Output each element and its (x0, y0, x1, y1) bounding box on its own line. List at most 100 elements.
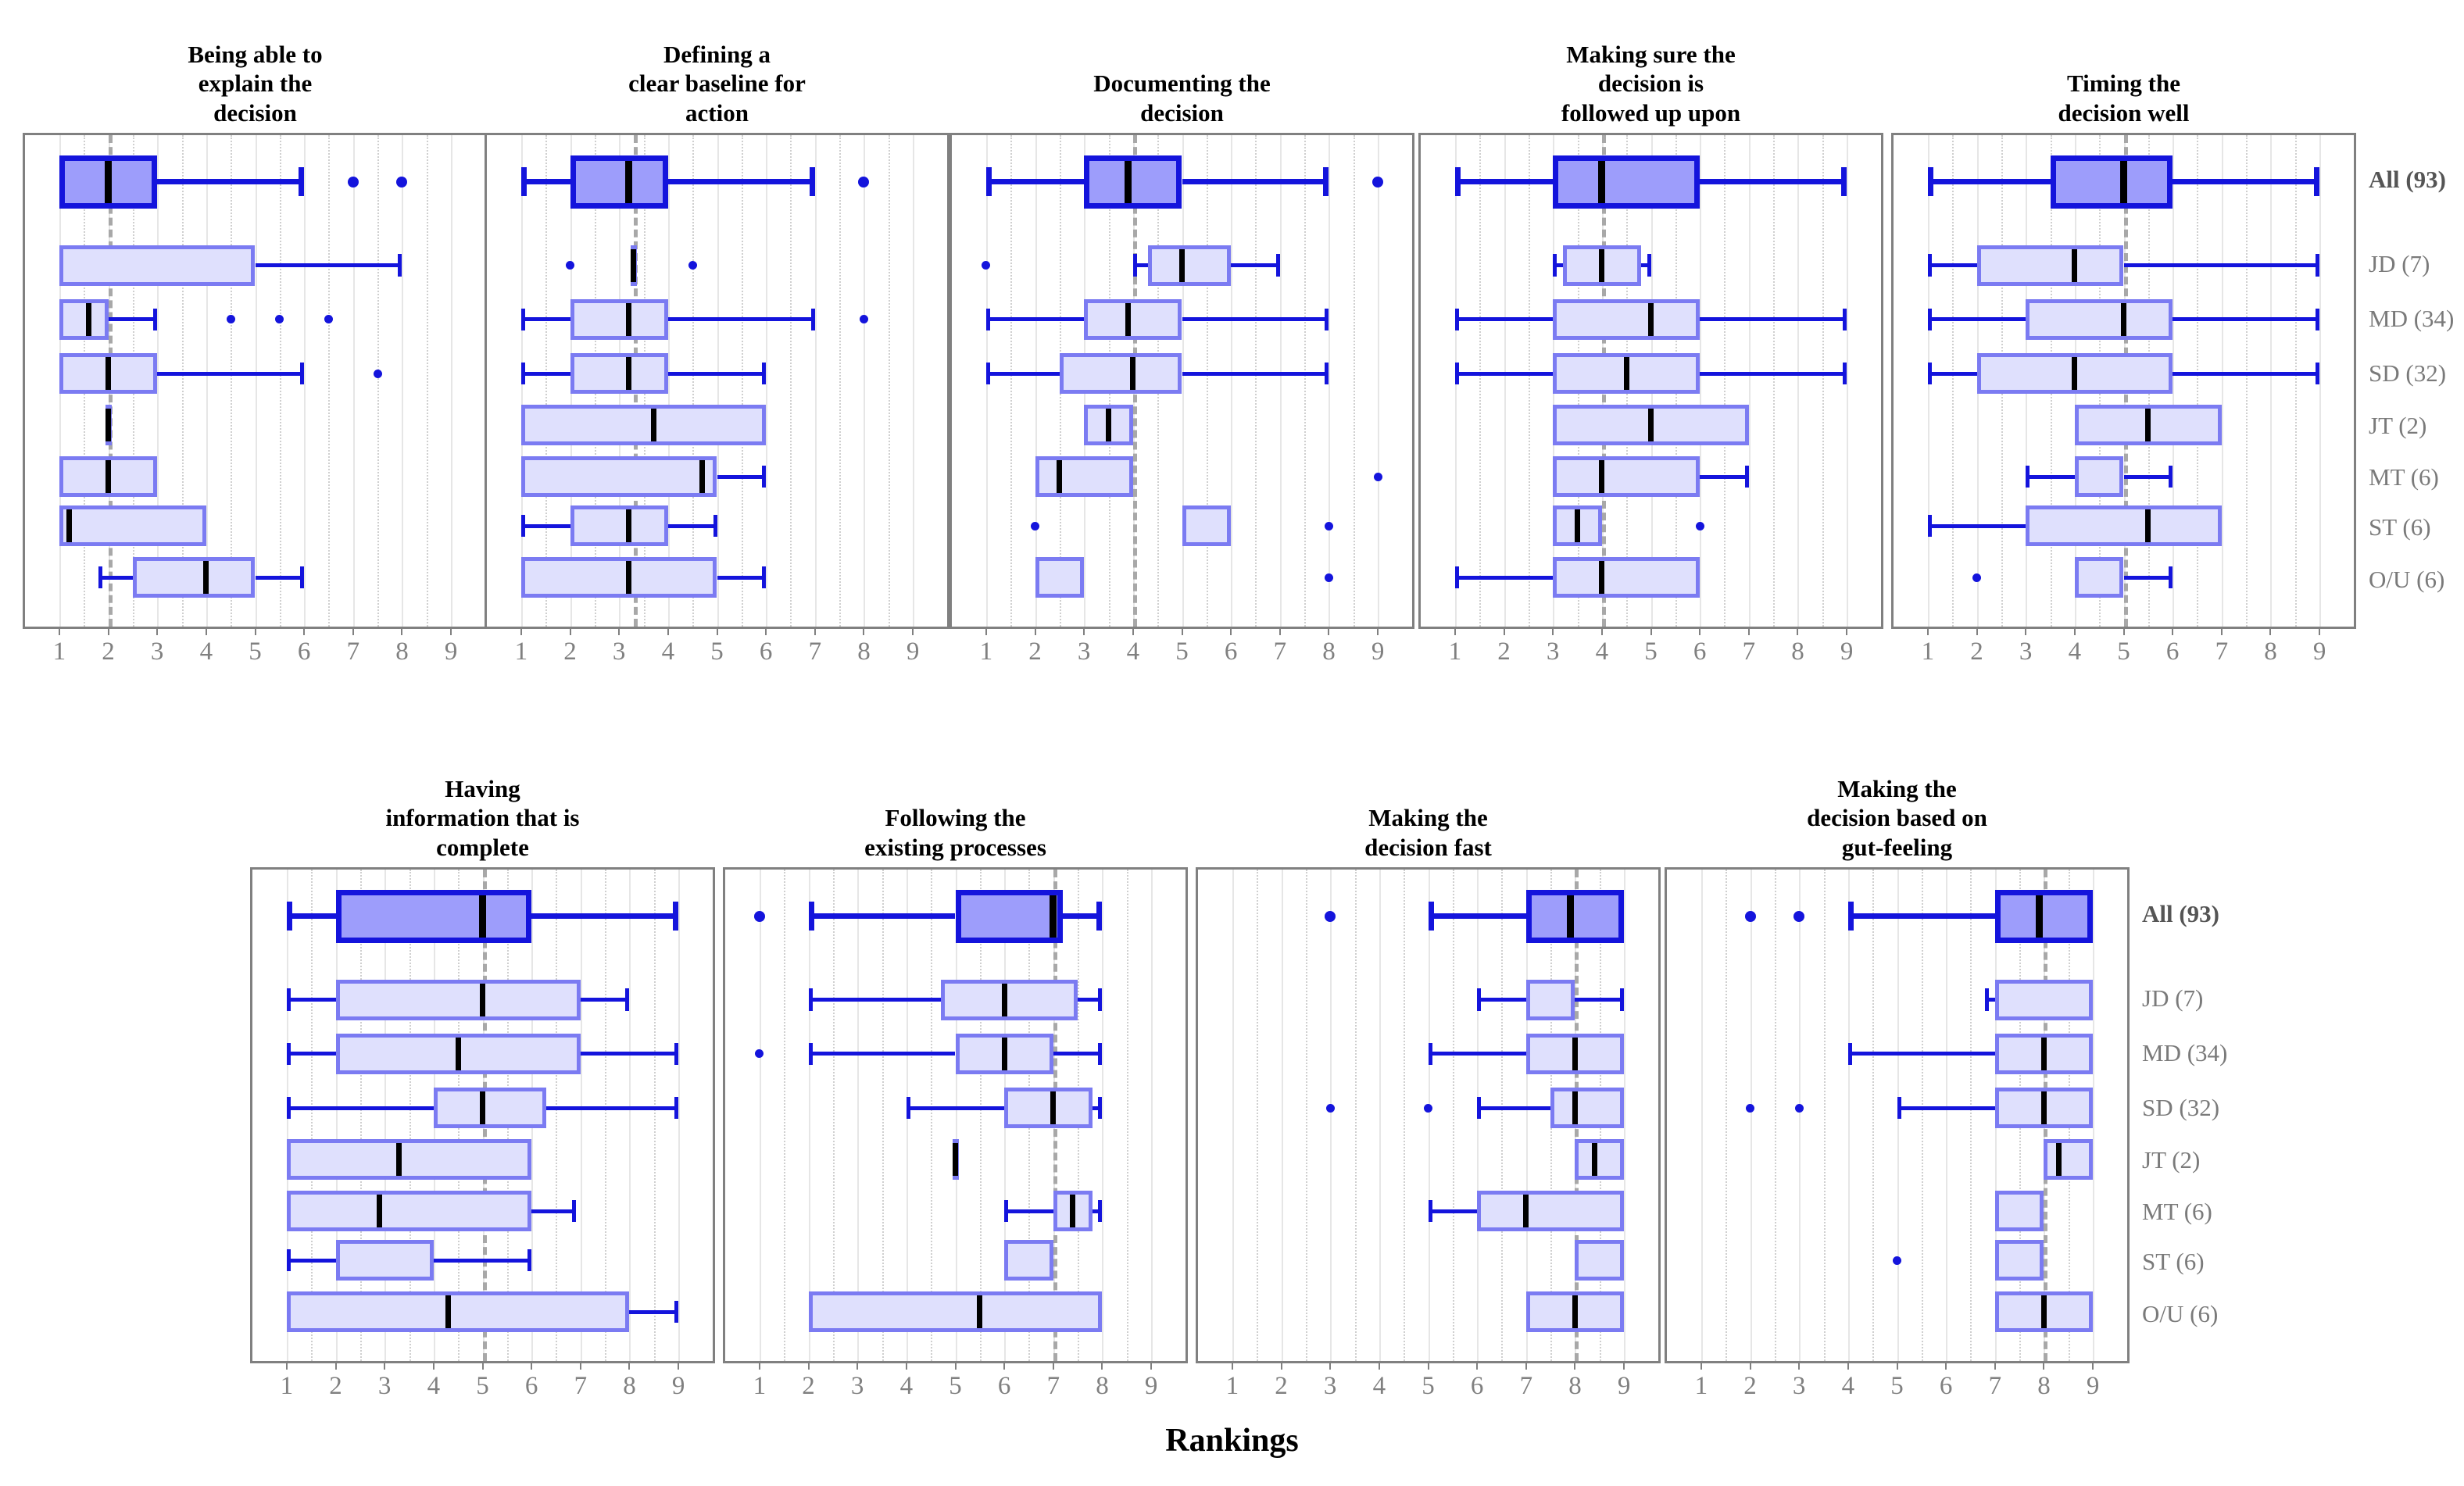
whisker-cap-high (2314, 167, 2320, 197)
x-tick-label: 9 (444, 638, 458, 666)
whisker-low (286, 998, 336, 1002)
whisker-cap-low (1454, 167, 1461, 197)
box (1553, 557, 1700, 598)
outlier-point (275, 315, 284, 324)
whisker-low (985, 179, 1085, 185)
median-line (1623, 357, 1629, 391)
whisker-low (1847, 913, 1995, 920)
gridline-minor (1726, 870, 1728, 1361)
box (1994, 1191, 2044, 1232)
gridline-minor (328, 135, 331, 627)
median-line (1130, 357, 1136, 391)
x-tick-label: 1 (979, 638, 993, 666)
row-label-st: ST (6) (2142, 1247, 2205, 1275)
x-tick-label: 2 (102, 638, 115, 666)
x-tick-label: 8 (1791, 638, 1804, 666)
x-tick-label: 3 (850, 1372, 864, 1400)
gridline-major (766, 135, 768, 627)
x-tick (1749, 1361, 1751, 1370)
whisker-low (520, 523, 570, 528)
whisker-low (1454, 179, 1554, 185)
x-tick (2043, 1361, 2045, 1370)
median-line (1106, 409, 1111, 442)
x-tick-label: 2 (802, 1372, 815, 1400)
x-tick-label: 9 (1840, 638, 1854, 666)
whisker-cap-low (520, 167, 527, 197)
panel-title: Being able to explain the decision (188, 40, 323, 127)
x-tick (303, 627, 306, 635)
x-tick-label: 9 (2086, 1372, 2100, 1400)
median-line (1648, 302, 1654, 336)
gridline-major (2173, 135, 2175, 627)
whisker-low (2026, 474, 2075, 479)
outlier-point (859, 315, 868, 324)
whisker-cap-low (1477, 988, 1482, 1011)
whisker-high (531, 1209, 576, 1213)
whisker-cap-high (153, 308, 158, 331)
x-tick (481, 1361, 484, 1370)
row-label-mt: MT (6) (2369, 463, 2439, 491)
whisker-low (1927, 523, 2026, 528)
x-tick-label: 7 (1273, 638, 1287, 666)
gridline-minor (1822, 135, 1824, 627)
box (1575, 1139, 1625, 1181)
box (1525, 979, 1575, 1020)
gridline-major (1231, 135, 1233, 627)
median-line (2145, 509, 2151, 543)
whisker-low (1477, 998, 1526, 1002)
whisker-cap-high (2316, 362, 2320, 385)
x-tick-label: 5 (476, 1372, 489, 1400)
whisker-cap-high (1647, 254, 1651, 277)
x-tick (1600, 627, 1603, 635)
whisker-high (157, 371, 305, 376)
gridline-minor (605, 870, 607, 1361)
outlier-point (1794, 1103, 1804, 1113)
x-tick-label: 3 (1323, 1372, 1337, 1400)
whisker-low (1927, 263, 1977, 268)
gridline-minor (790, 135, 792, 627)
gridline-minor (181, 135, 184, 627)
gridline-major (402, 135, 404, 627)
whisker-low (1454, 575, 1554, 580)
panel-title: Following the existing processes (864, 804, 1046, 862)
outlier-point (347, 176, 359, 188)
gridline-minor (1872, 870, 1875, 1361)
whisker-cap-low (1927, 308, 1932, 331)
median-line (1592, 1143, 1598, 1177)
x-tick-label: 8 (2264, 638, 2277, 666)
whisker-high (1700, 179, 1847, 185)
whisker-cap-high (1841, 167, 1847, 197)
gridline-major (206, 135, 208, 627)
box (1976, 245, 2124, 286)
whisker-low (985, 317, 1085, 322)
gridline-minor (1501, 870, 1504, 1361)
whisker-cap-high (300, 566, 305, 589)
gridline-major (857, 870, 860, 1361)
whisker-cap-high (1744, 465, 1749, 488)
whisker-high (629, 1309, 679, 1314)
median-line (650, 409, 656, 442)
x-tick-label: 2 (329, 1372, 342, 1400)
whisker-low (1454, 317, 1554, 322)
median-line (631, 248, 637, 282)
x-tick (856, 1361, 859, 1370)
x-tick (1945, 1361, 1947, 1370)
gridline-major (1700, 870, 1703, 1361)
whisker-low (286, 1052, 336, 1056)
plot-area (1421, 135, 1881, 627)
gridline-minor (1823, 870, 1826, 1361)
gridline-major (1379, 870, 1381, 1361)
box (2074, 456, 2124, 498)
x-tick (1797, 627, 1799, 635)
x-tick (863, 627, 865, 635)
whisker-cap-high (673, 902, 679, 931)
row-label-md: MD (34) (2369, 305, 2455, 333)
x-tick (156, 627, 159, 635)
x-tick (1377, 627, 1379, 635)
x-tick-label: 4 (199, 638, 213, 666)
x-tick (1650, 627, 1652, 635)
gridline-minor (279, 135, 281, 627)
x-tick (1574, 1361, 1576, 1370)
